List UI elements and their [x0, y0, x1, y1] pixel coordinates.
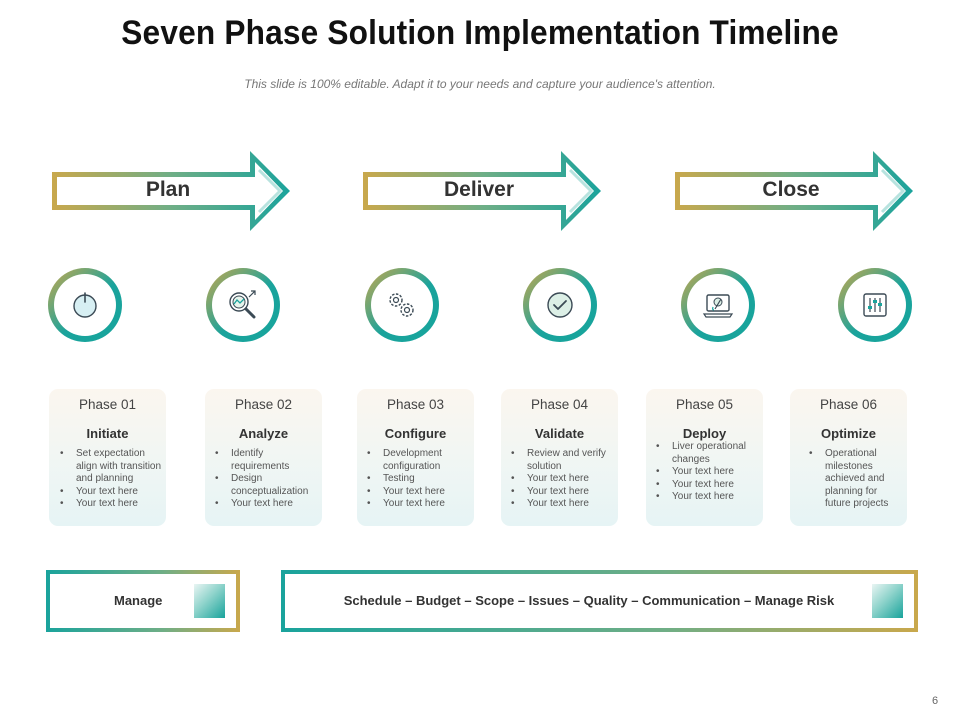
phase-name: Deploy — [682, 426, 727, 441]
phase-card-6: Phase 06 Optimize Operational milestones… — [790, 389, 907, 526]
phase-bullets: Set expectation align with transition an… — [49, 448, 168, 511]
stage-label-close: Close — [762, 178, 820, 201]
phase-number: Phase 02 — [234, 397, 293, 412]
phase-card-5: Phase 05 Deploy Liver operational change… — [646, 389, 763, 526]
phase-bullets: Review and verify solution Your text her… — [501, 448, 618, 511]
decorative-square — [872, 584, 903, 618]
magnifier-chart-icon — [229, 290, 256, 319]
stage-label-deliver: Deliver — [443, 178, 515, 201]
bullet: Identify requirements — [215, 448, 322, 473]
phase-icon-circle-4 — [523, 268, 597, 342]
stage-arrow-deliver: Deliver — [361, 148, 605, 236]
page-number: 6 — [932, 695, 939, 707]
phase-number: Phase 06 — [819, 397, 878, 412]
bullet: Development configuration — [367, 448, 474, 473]
bullet: Your text here — [511, 486, 618, 499]
bullet: Testing — [367, 473, 474, 486]
sliders-icon — [863, 293, 887, 317]
laptop-tools-icon — [702, 294, 734, 318]
bullet: Your text here — [511, 498, 618, 511]
phase-card-1: Phase 01 Initiate Set expectation align … — [49, 389, 166, 526]
checkmark-icon — [547, 292, 573, 318]
phase-card-2: Phase 02 Analyze Identify requirements D… — [205, 389, 322, 526]
bullet: Your text here — [656, 466, 750, 479]
phase-name: Configure — [384, 426, 447, 441]
stage-arrow-close: Close — [673, 148, 917, 236]
phase-icon-circle-3 — [365, 268, 439, 342]
bullet: Review and verify solution — [511, 448, 618, 473]
slide-subtitle: This slide is 100% editable. Adapt it to… — [244, 77, 716, 91]
gears-icon — [389, 293, 414, 317]
slide-title: Seven Phase Solution Implementation Time… — [121, 14, 839, 52]
phase-number: Phase 05 — [675, 397, 734, 412]
phase-card-4: Phase 04 Validate Review and verify solu… — [501, 389, 618, 526]
phase-icon-circle-6 — [838, 268, 912, 342]
bullet: Your text here — [656, 479, 750, 492]
bullet: Your text here — [215, 498, 322, 511]
stage-label-plan: Plan — [145, 178, 191, 201]
phase-name: Initiate — [86, 426, 129, 441]
decorative-square — [194, 584, 225, 618]
phase-number: Phase 04 — [530, 397, 589, 412]
bullet: Your text here — [60, 498, 168, 511]
phase-icon-circle-2 — [206, 268, 280, 342]
manage-items: Schedule – Budget – Scope – Issues – Qua… — [343, 593, 835, 608]
phase-bullets: Identify requirements Design conceptuali… — [205, 448, 322, 511]
arrow-shape — [675, 151, 913, 231]
bullet: Your text here — [656, 491, 750, 504]
phase-bullets: Liver operational changes Your text here… — [646, 441, 750, 504]
arrow-shape — [52, 151, 290, 231]
phase-name: Validate — [534, 426, 585, 441]
manage-label-box: Manage — [46, 570, 240, 632]
bullet: Your text here — [367, 498, 474, 511]
bullet: Your text here — [60, 486, 168, 499]
bullet: Your text here — [511, 473, 618, 486]
phase-card-3: Phase 03 Configure Development configura… — [357, 389, 474, 526]
phase-bullets: Development configuration Testing Your t… — [357, 448, 474, 511]
phase-number: Phase 01 — [78, 397, 137, 412]
manage-label: Manage — [114, 593, 163, 608]
arrow-shape — [363, 151, 601, 231]
bullet: Operational milestones achieved and plan… — [809, 448, 899, 511]
bullet: Set expectation align with transition an… — [60, 448, 168, 486]
stage-arrow-plan: Plan — [50, 148, 294, 236]
manage-items-box: Schedule – Budget – Scope – Issues – Qua… — [281, 570, 918, 632]
phase-icon-circle-1 — [48, 268, 122, 342]
phase-number: Phase 03 — [386, 397, 445, 412]
phase-icon-circle-5 — [681, 268, 755, 342]
power-icon — [73, 292, 97, 318]
phase-bullets: Operational milestones achieved and plan… — [790, 448, 899, 511]
phase-name: Optimize — [821, 426, 876, 441]
bullet: Liver operational changes — [656, 441, 750, 466]
bullet: Your text here — [367, 486, 474, 499]
phase-name: Analyze — [238, 426, 289, 441]
bullet: Design conceptualization — [215, 473, 322, 498]
